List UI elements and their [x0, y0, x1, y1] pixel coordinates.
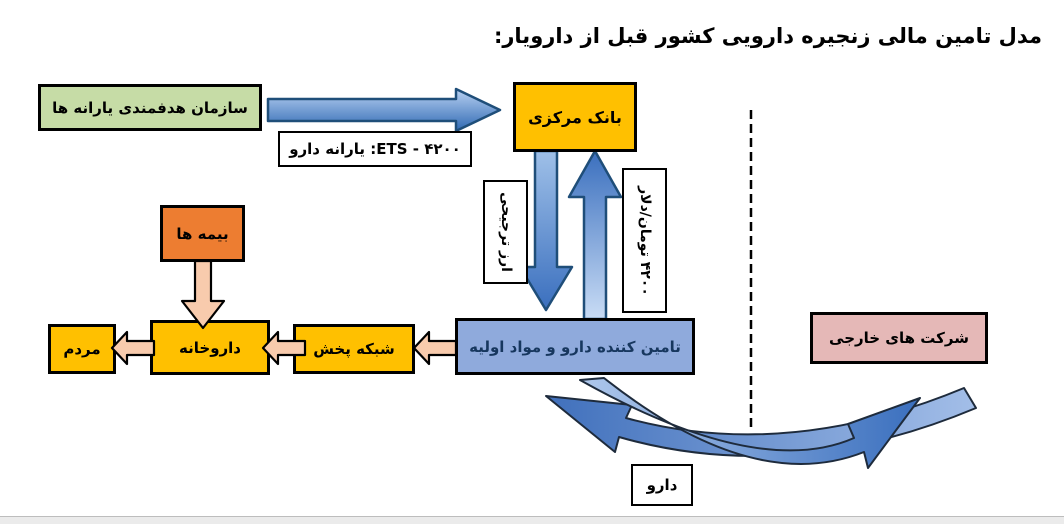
- supplier-to-distribution-arrow: [412, 330, 458, 366]
- box-subsidy-org: سازمان هدفمندی یارانه ها: [38, 84, 262, 131]
- box-supplier: تامین کننده دارو و مواد اولیه: [455, 318, 695, 375]
- diagram-title: مدل تامین مالی زنجیره دارویی کشور قبل از…: [493, 24, 1042, 48]
- subsidy-to-bank-arrow: [266, 87, 502, 133]
- label-preferential-currency: ارز ترجیحی: [483, 180, 528, 284]
- domestic-foreign-divider: [749, 110, 753, 430]
- box-central-bank: بانک مرکزی: [513, 82, 637, 152]
- pharmacy-to-people-arrow: [110, 330, 156, 366]
- export-payment-curved-arrow: [579, 377, 921, 469]
- supplier-to-bank-arrow: [567, 149, 623, 321]
- label-drug: دارو: [631, 464, 693, 506]
- label-toman-per-dollar: ۴۲۰۰ تومان/دلار: [622, 168, 667, 313]
- box-insurances: بیمه ها: [160, 205, 245, 262]
- bank-to-supplier-arrow: [518, 149, 574, 312]
- insurance-to-pharmacy-arrow: [180, 259, 226, 330]
- distribution-to-pharmacy-arrow: [261, 330, 307, 366]
- label-drug-subsidy: ۴۲۰۰ - ETS: یارانه دارو: [278, 131, 472, 167]
- label-preferential-currency-text: ارز ترجیحی: [497, 192, 514, 272]
- curved-arrows-canvas: [545, 377, 977, 469]
- box-people: مردم: [48, 324, 116, 374]
- label-toman-per-dollar-text: ۴۲۰۰ تومان/دلار: [636, 185, 653, 296]
- box-pharmacy: داروخانه: [150, 320, 270, 375]
- box-foreign-companies: شرکت های خارجی: [810, 312, 988, 364]
- box-distribution-network: شبکه پخش: [293, 324, 415, 374]
- bottom-scroll-strip: [0, 516, 1064, 524]
- import-drug-curved-arrow: [545, 387, 977, 457]
